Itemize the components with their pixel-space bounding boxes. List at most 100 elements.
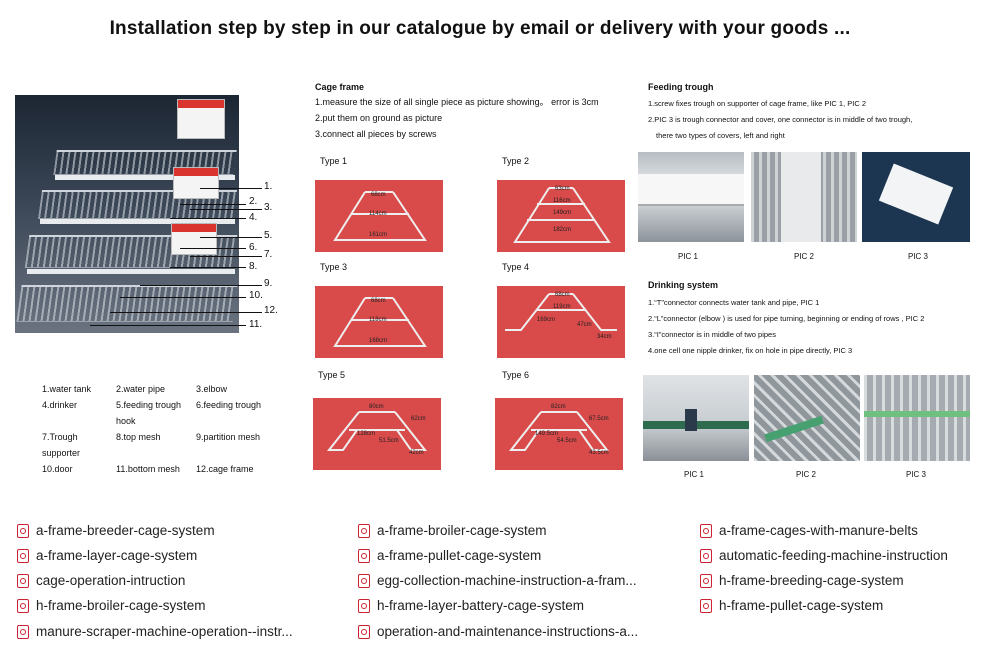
type-label: Type 3 <box>320 262 348 272</box>
pdf-link[interactable]: a-frame-pullet-cage-system <box>358 548 541 563</box>
legend-item: 6.feeding trough <box>196 400 262 410</box>
dimension-label: 67.5cm <box>589 416 609 422</box>
pdf-link[interactable]: automatic-feeding-machine-instruction <box>700 548 948 563</box>
legend-item: 4.drinker <box>42 400 78 410</box>
drinking-system-title: Drinking system <box>648 280 719 290</box>
dimension-label: 118cm <box>369 317 387 323</box>
feeding-trough <box>55 175 235 180</box>
dimension-label: 80cm <box>369 404 384 410</box>
water-tank <box>177 99 225 139</box>
feeding-trough-step: there two types of covers, left and righ… <box>656 131 785 140</box>
drinking-photo-3 <box>864 375 970 461</box>
cage-tier <box>16 285 238 322</box>
pdf-icon <box>358 624 370 639</box>
frame-diagram-type-2: 63cm 116cm 149cm 182cm <box>497 180 625 252</box>
cage-photo <box>15 95 239 333</box>
drinking-system-step: 4.one cell one nipple drinker, fix on ho… <box>648 346 853 355</box>
pdf-icon <box>700 523 712 538</box>
dimension-label: 54.5cm <box>557 438 577 444</box>
pdf-link[interactable]: h-frame-pullet-cage-system <box>700 598 883 613</box>
pdf-link[interactable]: a-frame-broiler-cage-system <box>358 523 547 538</box>
pdf-link[interactable]: a-frame-breeder-cage-system <box>17 523 215 538</box>
pdf-icon <box>17 548 29 563</box>
type-label: Type 1 <box>320 156 348 166</box>
dimension-label: 68cm <box>371 192 386 198</box>
legend-item: 5.feeding trough hook <box>116 400 182 426</box>
frame-diagram-type-1: 68cm 114cm 161cm <box>315 180 443 252</box>
callout-label: 8. <box>249 261 258 272</box>
trough-photo-3 <box>862 152 970 242</box>
pdf-link[interactable]: manure-scraper-machine-operation--instr.… <box>17 624 293 639</box>
dimension-label: 68cm <box>555 292 570 298</box>
cage-frame-step: 3.connect all pieces by screws <box>315 129 437 139</box>
dimension-label: 182cm <box>553 227 572 233</box>
dimension-label: 43.5cm <box>589 450 609 456</box>
pdf-link[interactable]: operation-and-maintenance-instructions-a… <box>358 624 638 639</box>
legend-item: 9.partition mesh <box>196 432 261 442</box>
legend-item: 11.bottom mesh <box>116 464 180 474</box>
callout-label: 11. <box>249 319 263 330</box>
trough-photo-1 <box>638 152 744 242</box>
pdf-link[interactable]: egg-collection-machine-instruction-a-fra… <box>358 573 637 588</box>
pdf-icon <box>700 598 712 613</box>
callout-label: 10. <box>249 290 263 301</box>
feeding-trough-step: 2.PIC 3 is trough connector and cover, o… <box>648 115 913 124</box>
dimension-label: 119cm <box>553 304 571 310</box>
pdf-icon <box>358 598 370 613</box>
drinking-photo-2 <box>754 375 860 461</box>
dimension-label: 169cm <box>537 317 556 323</box>
dimension-label: 161cm <box>369 232 388 238</box>
dimension-label: 62cm <box>411 416 426 422</box>
legend-item: 12.cage frame <box>196 464 254 474</box>
cage-frame-step: 2.put them on ground as picture <box>315 113 443 123</box>
pic-label: PIC 3 <box>906 470 927 479</box>
frame-diagram-type-4: 68cm 119cm 169cm 47cm 34cm <box>497 286 625 358</box>
legend-item: 7.Trough supporter <box>42 432 81 458</box>
pdf-icon <box>700 548 712 563</box>
frame-diagram-type-3: 68cm 118cm 168cm <box>315 286 443 358</box>
legend-item: 3.elbow <box>196 384 228 394</box>
callout-label: 9. <box>264 278 273 289</box>
callout-label: 12. <box>264 305 278 316</box>
type-label: Type 5 <box>318 370 346 380</box>
feeding-trough-step: 1.screw fixes trough on supporter of cag… <box>648 99 867 108</box>
legend-item: 1.water tank <box>42 384 92 394</box>
pdf-link[interactable]: a-frame-layer-cage-system <box>17 548 197 563</box>
dimension-label: 116cm <box>553 198 571 204</box>
drinking-system-step: 2.“L”connector (elbow ) is used for pipe… <box>648 314 925 323</box>
type-label: Type 4 <box>502 262 530 272</box>
drinking-system-step: 3.“I”connector is in middle of two pipes <box>648 330 776 339</box>
callout-label: 7. <box>264 249 273 260</box>
cage-frame-title: Cage frame <box>315 82 365 92</box>
pdf-link[interactable]: cage-operation-intruction <box>17 573 185 588</box>
dimension-label: 114cm <box>369 211 387 217</box>
water-tank <box>171 223 217 255</box>
type-label: Type 2 <box>502 156 530 166</box>
dimension-label: 128cm <box>357 431 376 437</box>
dimension-label: 168cm <box>369 338 388 344</box>
cage-frame-step: 1.measure the size of all single piece a… <box>315 97 599 107</box>
legend-item: 10.door <box>42 464 73 474</box>
callout-label: 4. <box>249 212 258 223</box>
pdf-link[interactable]: a-frame-cages-with-manure-belts <box>700 523 918 538</box>
dimension-label: 82cm <box>551 404 566 410</box>
pic-label: PIC 1 <box>678 252 699 261</box>
pdf-icon <box>17 573 29 588</box>
feeding-trough-title: Feeding trough <box>648 82 714 92</box>
pic-label: PIC 1 <box>684 470 705 479</box>
callout-label: 3. <box>264 202 273 213</box>
callout-label: 1. <box>264 181 273 192</box>
pdf-link[interactable]: h-frame-layer-battery-cage-system <box>358 598 584 613</box>
feeding-trough <box>40 219 235 224</box>
pic-label: PIC 2 <box>796 470 817 479</box>
pdf-icon <box>17 624 29 639</box>
pdf-link[interactable]: h-frame-breeding-cage-system <box>700 573 904 588</box>
callout-label: 5. <box>264 230 273 241</box>
legend-item: 8.top mesh <box>116 432 161 442</box>
pdf-link[interactable]: h-frame-broiler-cage-system <box>17 598 206 613</box>
pdf-icon <box>358 523 370 538</box>
pdf-icon <box>358 573 370 588</box>
dimension-label: 51.5cm <box>379 438 399 444</box>
feeding-trough <box>27 269 235 274</box>
